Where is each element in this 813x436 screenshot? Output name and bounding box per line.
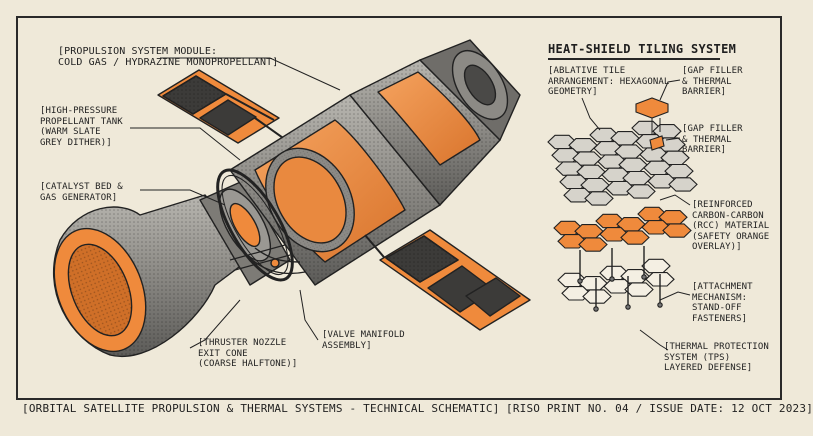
forward-section — [349, 39, 521, 206]
fastener-bolt — [577, 278, 583, 284]
leader-lines-shield — [581, 79, 691, 351]
label-tps: [THERMAL PROTECTION SYSTEM (TPS) LAYERED… — [664, 342, 769, 373]
valve-manifold — [249, 247, 306, 275]
gap-filler-piece — [635, 97, 669, 119]
hex-tile — [584, 191, 614, 206]
hex-tile — [668, 177, 698, 192]
label-valve-manifold: [VALVE MANIFOLD ASSEMBLY] — [322, 330, 405, 351]
propellant-tank-body — [216, 94, 441, 286]
catalyst-bed — [199, 179, 291, 286]
label-attachment: [ATTACHMENT MECHANISM: STAND-OFF FASTENE… — [692, 282, 753, 324]
ablative-tile-layer — [547, 101, 698, 206]
title-underline — [548, 58, 720, 60]
gap-filler-piece — [649, 135, 665, 151]
hex-tile — [626, 184, 656, 199]
label-thruster-nozzle: [THRUSTER NOZZLE EXIT CONE (COARSE HALFT… — [198, 338, 298, 369]
fastener-bolt — [657, 302, 663, 308]
fastener-bolt — [641, 274, 647, 280]
fastener-bolt — [609, 276, 615, 282]
fastener-bolt — [625, 304, 631, 310]
solar-panel-lower — [364, 229, 531, 331]
outer-frame — [16, 16, 782, 400]
leader-lines-satellite — [130, 57, 341, 349]
label-gap-filler-1: [GAP FILLER & THERMAL BARRIER] — [682, 66, 743, 97]
rcc-tile — [578, 237, 608, 252]
standoff-base-tile — [582, 289, 612, 304]
satellite-illustration — [52, 39, 531, 358]
label-catalyst-bed: [CATALYST BED & GAS GENERATOR] — [40, 182, 123, 203]
heat-shield-title: HEAT-SHIELD TILING SYSTEM — [548, 42, 737, 56]
solar-panel-upper — [157, 69, 280, 144]
label-gap-filler-2: [GAP FILLER & THERMAL BARRIER] — [682, 124, 743, 155]
thruster-nozzle — [52, 194, 256, 358]
standoff-base-tile — [624, 282, 654, 297]
footer-right: [RISO PRINT NO. 04 / ISSUE DATE: 12 OCT … — [506, 402, 813, 415]
label-rcc-material: [REINFORCED CARBON-CARBON (RCC) MATERIAL… — [692, 200, 770, 252]
fastener-bolt — [593, 306, 599, 312]
rcc-tile-layer — [553, 206, 692, 252]
rcc-tile — [620, 230, 650, 245]
heat-shield-illustration — [547, 97, 698, 312]
attachment-layer — [557, 246, 675, 312]
label-propellant-tank: [HIGH-PRESSURE PROPELLANT TANK (WARM SLA… — [40, 106, 123, 148]
footer-left: [ORBITAL SATELLITE PROPULSION & THERMAL … — [22, 402, 500, 415]
label-propulsion-module: [PROPULSION SYSTEM MODULE: COLD GAS / HY… — [58, 46, 279, 68]
rcc-tile — [662, 223, 692, 238]
label-ablative-tile: [ABLATIVE TILE ARRANGEMENT: HEXAGONAL GE… — [548, 66, 670, 97]
